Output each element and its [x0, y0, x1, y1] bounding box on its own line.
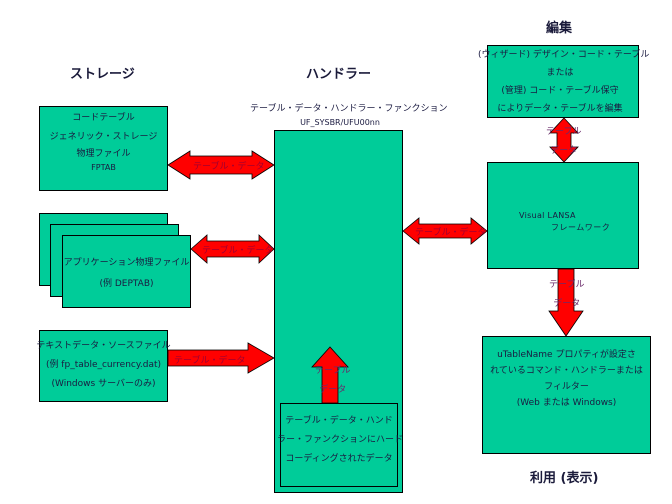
arrow-hardcoded-up — [311, 346, 349, 404]
hardcoded-line: ラー・ファンクションにハード — [277, 435, 404, 445]
arrow-label-hardcoded: テーブル データ — [315, 362, 350, 400]
consumer-line: (Web または Windows) — [516, 398, 617, 408]
handler-title-line: UF_SYSBR/UFU00nn — [300, 118, 380, 127]
app-file-line: (例 DEPTAB) — [99, 279, 154, 289]
code-table-line: FPTAB — [91, 163, 116, 172]
lansa-line-1: Visual LANSA — [519, 211, 576, 220]
double-arrow-app-files — [190, 234, 275, 264]
editor-line: によりデータ・テーブルを編集 — [497, 104, 623, 114]
app-file-box-front: アプリケーション物理ファイル (例 DEPTAB) — [62, 235, 191, 308]
arrow-text-source — [167, 342, 275, 374]
double-arrow-code-table — [167, 150, 275, 180]
text-source-line: テキストデータ・ソースファイル — [36, 341, 171, 351]
double-arrow-editor — [549, 117, 579, 163]
consumer-line: uTableName プロパティが設定さ — [497, 350, 636, 360]
text-source-file-box: テキストデータ・ソースファイル (例 fp_table_currency.dat… — [36, 330, 171, 402]
arrow-label-lansa: テーブル・データ — [415, 228, 487, 238]
heading-edit: 編集 — [546, 21, 573, 36]
hardcoded-data-box: テーブル・データ・ハンド ラー・ファンクションにハード コーディングされたデータ — [277, 403, 404, 487]
arrow-label-app-files: テーブル・データ — [202, 246, 274, 256]
label-table: テーブル — [315, 366, 351, 376]
handler-function-title: テーブル・データ・ハンドラー・ファンクション UF_SYSBR/UFU00nn — [250, 103, 448, 129]
label-data: データ — [553, 299, 581, 309]
arrow-label-lansa-down: テーブル データ — [549, 276, 584, 314]
arrow-label-text-source: テーブル・データ — [174, 356, 246, 366]
double-arrow-lansa — [402, 217, 488, 245]
code-table-line: 物理ファイル — [76, 149, 131, 159]
arrow-label-editor: テーブル データ — [546, 123, 581, 161]
arrow-lansa-down — [548, 268, 584, 337]
code-table-line: コードテーブル — [72, 113, 135, 123]
editor-line: または — [546, 68, 574, 78]
hardcoded-line: テーブル・データ・ハンド — [285, 416, 393, 426]
editor-line: (管理) コード・テーブル保守 — [501, 86, 619, 96]
label-table: テーブル — [549, 280, 585, 290]
text-source-line: (例 fp_table_currency.dat) — [45, 360, 162, 370]
label-data: データ — [550, 146, 578, 156]
editor-box: (ウィザード) デザイン・コード・テーブル または (管理) コード・テーブル保… — [478, 45, 649, 118]
visual-lansa-framework-box: Visual LANSA フレームワーク — [487, 162, 639, 269]
label-data: データ — [319, 385, 347, 395]
code-table-storage-box: コードテーブル ジェネリック・ストレージ 物理ファイル FPTAB — [39, 106, 168, 191]
hardcoded-line: コーディングされたデータ — [285, 454, 393, 464]
consumer-box: uTableName プロパティが設定さ れているコマンド・ハンドラーまたは フ… — [482, 336, 651, 454]
arrow-label-code-table: テーブル・データ — [193, 162, 265, 172]
lansa-line-2: フレームワーク — [551, 223, 611, 232]
heading-handler: ハンドラー — [306, 67, 372, 82]
heading-usage: 利用 (表示) — [530, 471, 599, 486]
editor-line: (ウィザード) デザイン・コード・テーブル — [478, 50, 650, 60]
consumer-line: フィルター — [544, 382, 589, 392]
handler-title-line: テーブル・データ・ハンドラー・ファンクション — [250, 104, 448, 114]
heading-storage: ストレージ — [70, 67, 135, 82]
code-table-line: ジェネリック・ストレージ — [49, 132, 158, 142]
consumer-line: れているコマンド・ハンドラーまたは — [490, 366, 643, 376]
label-table: テーブル — [546, 127, 582, 137]
app-file-line: アプリケーション物理ファイル — [63, 258, 190, 268]
text-source-line: (Windows サーバーのみ) — [51, 379, 156, 389]
